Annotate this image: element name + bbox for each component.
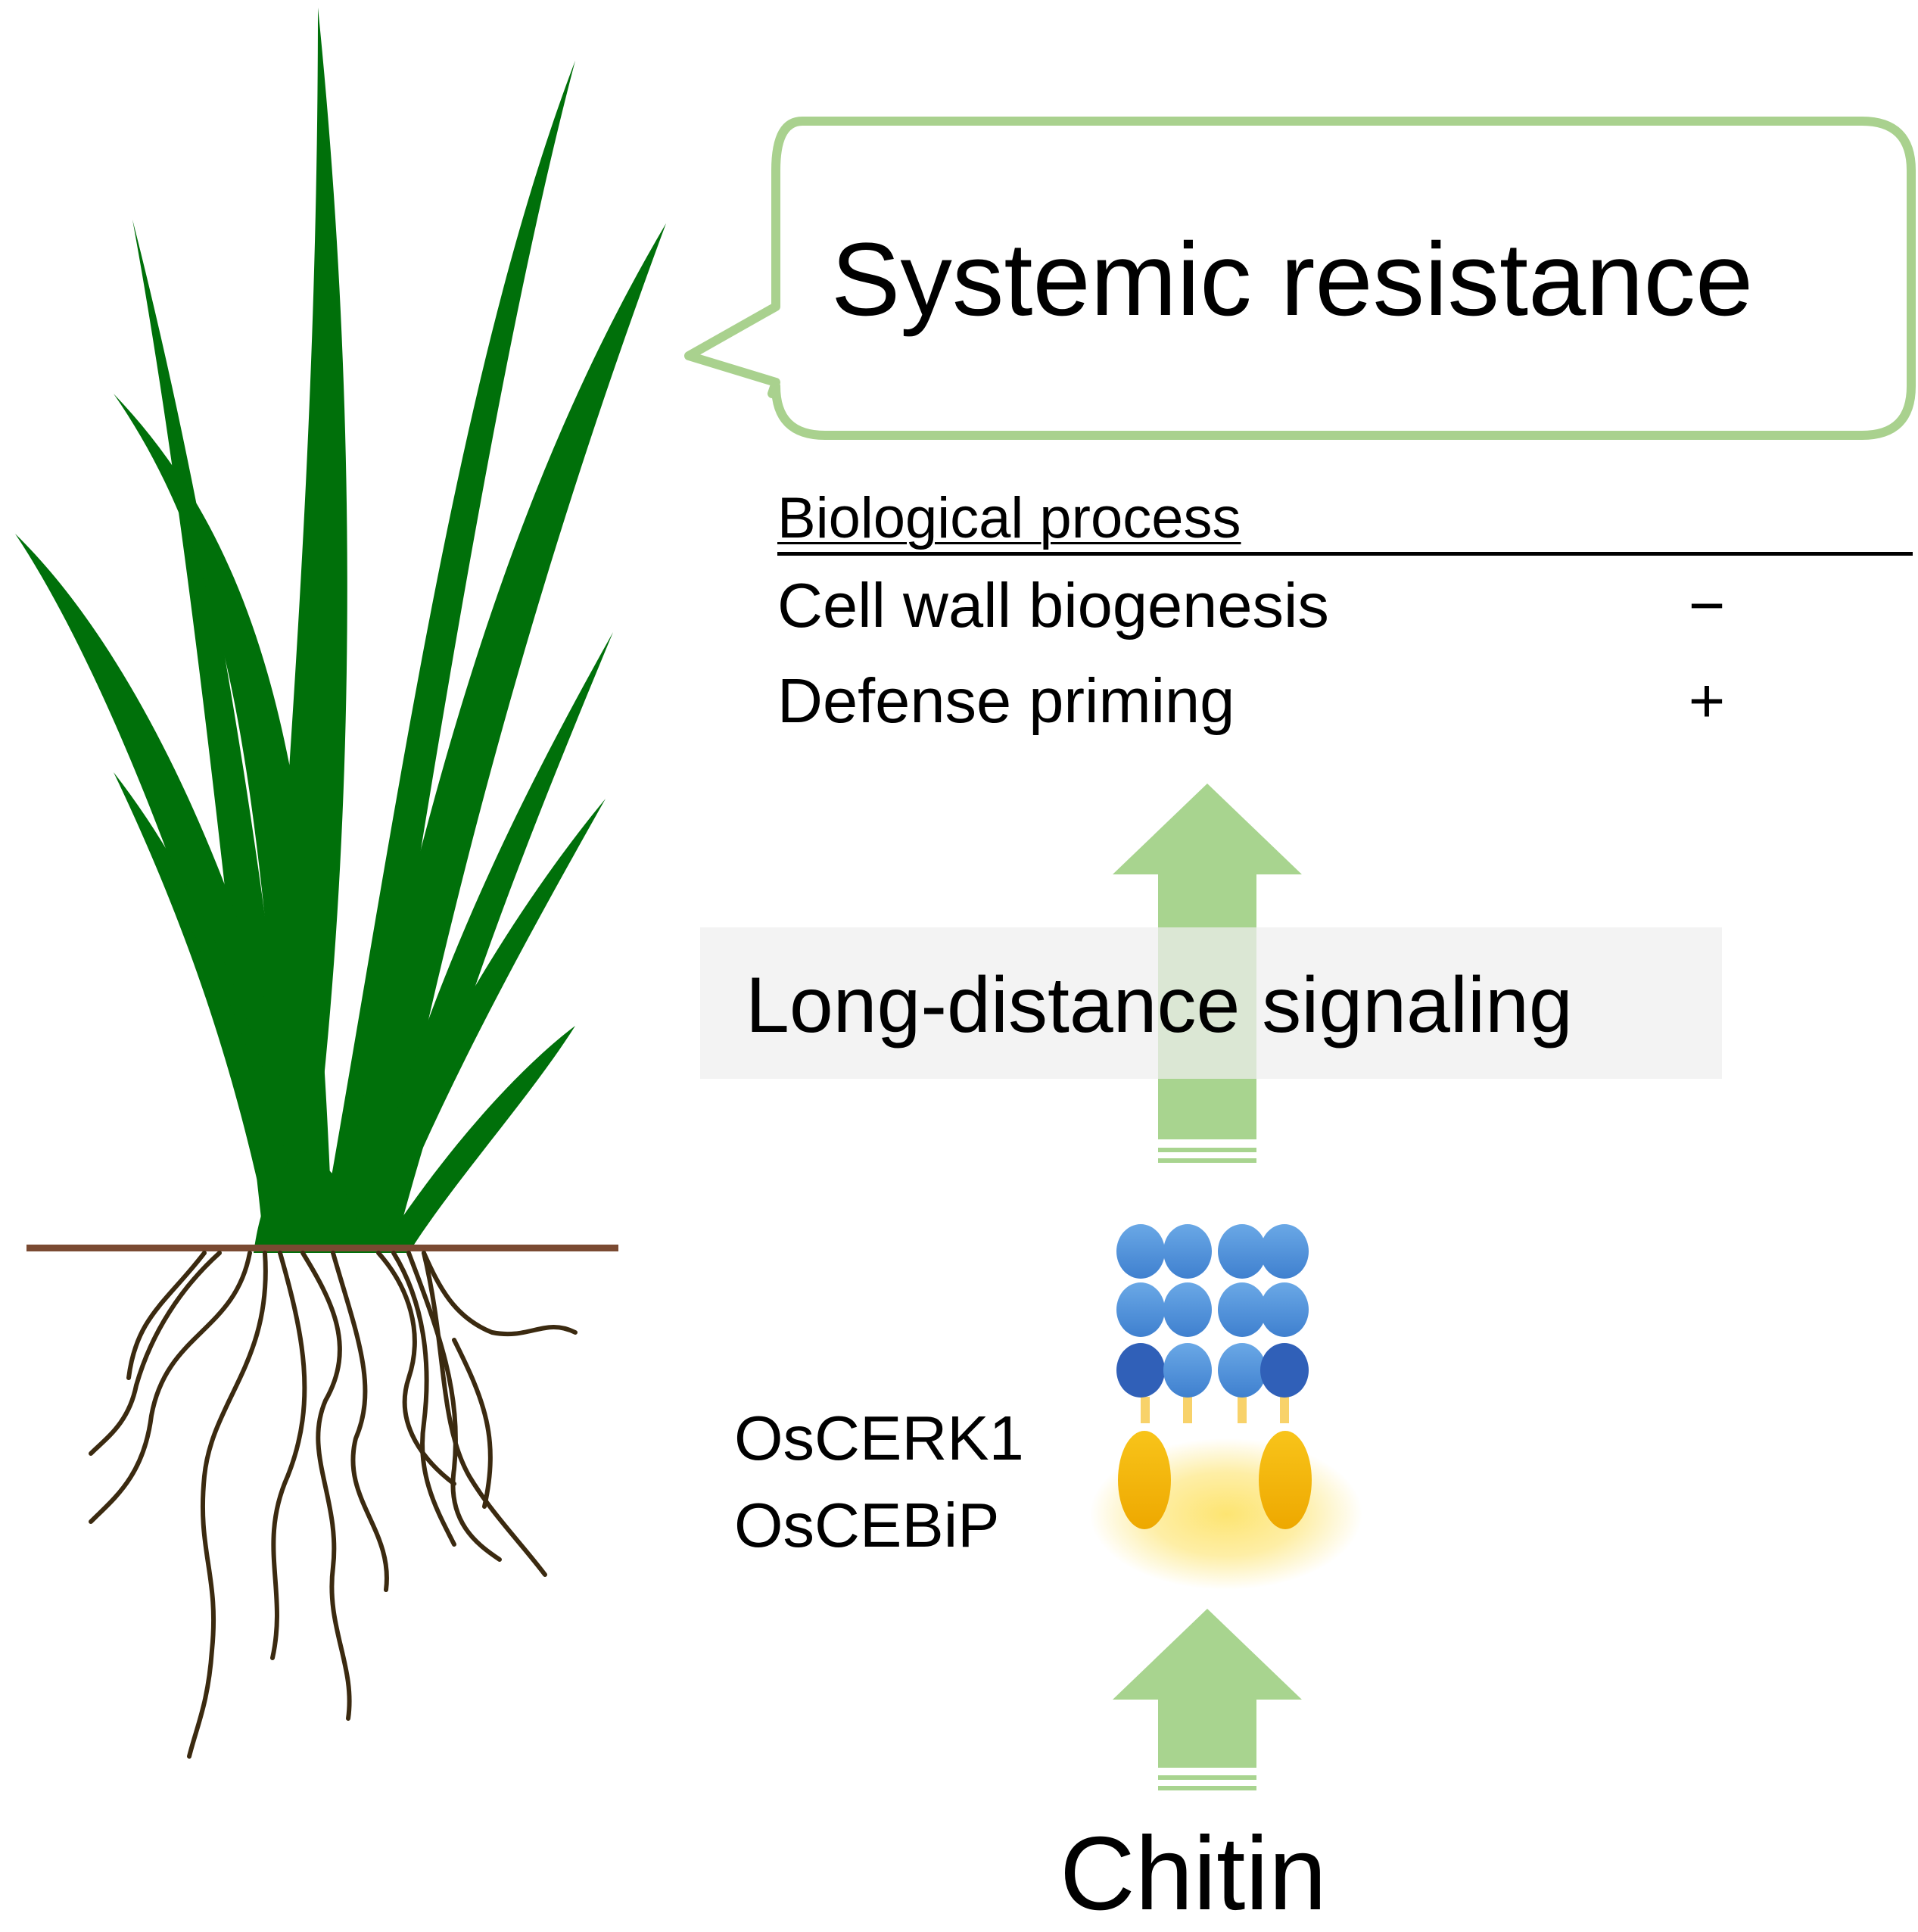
process-row-name: Cell wall biogenesis bbox=[777, 570, 1329, 640]
up-arrow-icon-lower bbox=[1113, 1609, 1302, 1790]
process-table-header: Biological process bbox=[777, 486, 1241, 550]
process-row-sign: + bbox=[1688, 665, 1726, 736]
soil-line bbox=[26, 1245, 618, 1251]
roots-icon bbox=[89, 1251, 578, 1759]
process-row-sign: − bbox=[1688, 570, 1726, 640]
signaling-label: Long-distance signaling bbox=[746, 961, 1573, 1049]
signal-band bbox=[700, 927, 1722, 1079]
process-row-name: Defense priming bbox=[777, 665, 1235, 736]
receptor-label-cebip: OsCEBiP bbox=[734, 1490, 1000, 1560]
process-table-rule bbox=[777, 552, 1913, 556]
receptor-complex-icon bbox=[1090, 1224, 1362, 1590]
receptor-label-cerk1: OsCERK1 bbox=[734, 1403, 1024, 1473]
speech-bubble bbox=[684, 117, 1916, 440]
rice-plant-icon bbox=[15, 8, 666, 1253]
chitin-label: Chitin bbox=[1060, 1815, 1327, 1932]
bubble-title: Systemic resistance bbox=[831, 222, 1754, 338]
